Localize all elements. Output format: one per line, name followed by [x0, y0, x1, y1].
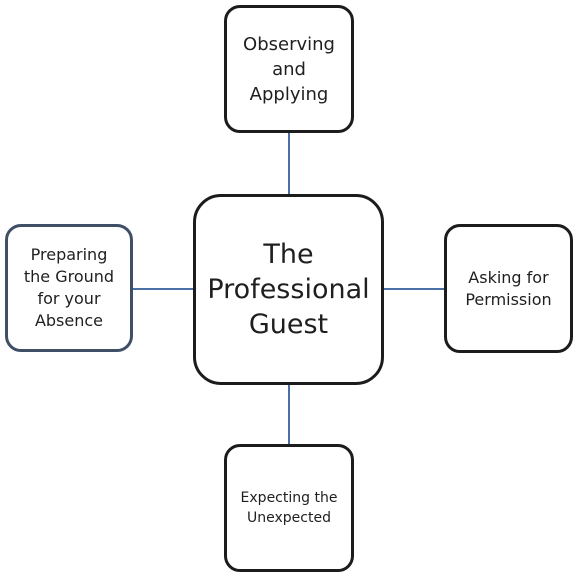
- node-preparing-the-ground: Preparing the Ground for your Absence: [5, 224, 133, 352]
- node-asking-for-permission: Asking for Permission: [444, 224, 573, 353]
- node-observing-and-applying: Observing and Applying: [224, 5, 354, 133]
- node-label: Expecting the Unexpected: [240, 490, 338, 526]
- node-label: Preparing the Ground for your Absence: [23, 245, 115, 330]
- node-label: Observing and Applying: [243, 33, 335, 105]
- node-the-professional-guest: The Professional Guest: [193, 194, 384, 385]
- node-label: The Professional Guest: [207, 239, 370, 340]
- node-expecting-the-unexpected: Expecting the Unexpected: [224, 444, 354, 572]
- node-label: Asking for Permission: [465, 267, 552, 309]
